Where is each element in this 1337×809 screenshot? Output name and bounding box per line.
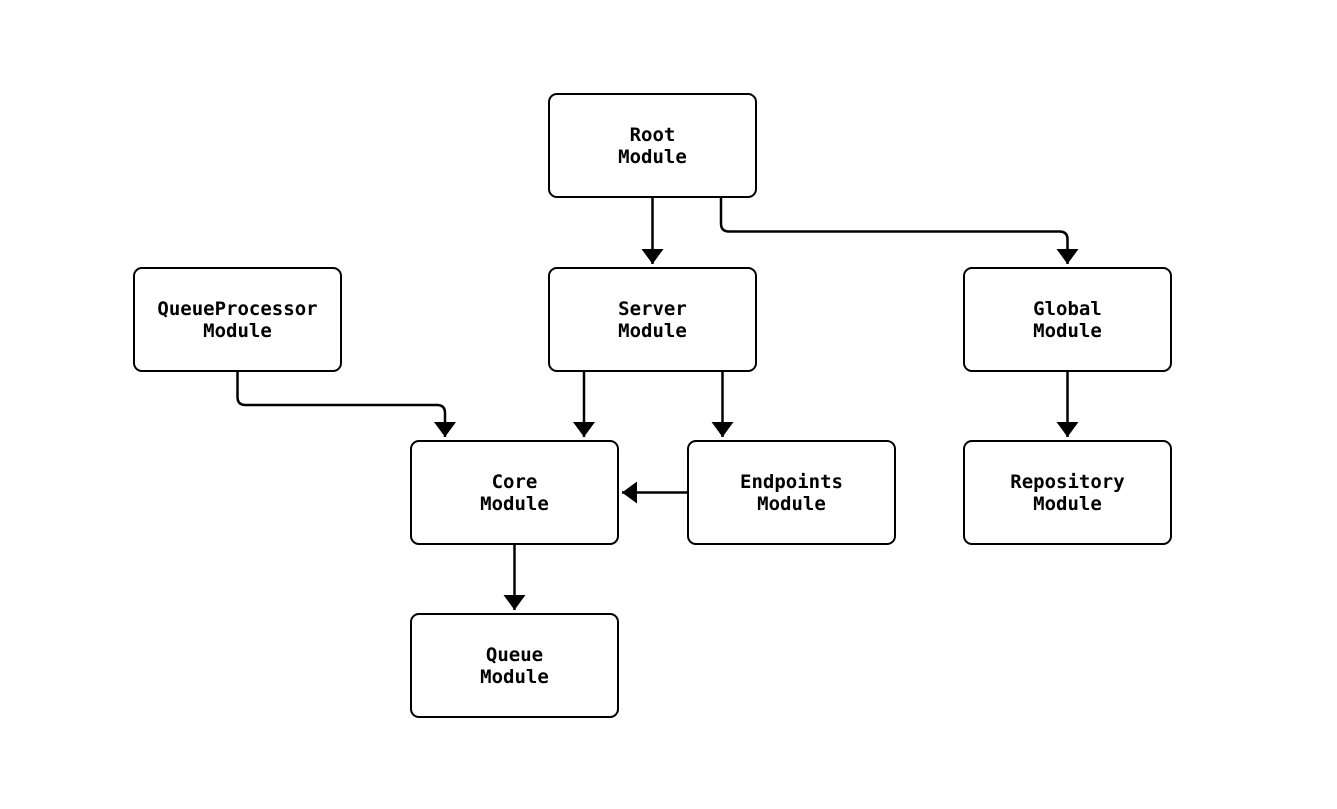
node-queue-module-label: Queue Module <box>480 643 549 688</box>
node-server-module: Server Module <box>548 267 757 372</box>
node-global-module-label: Global Module <box>1033 297 1102 342</box>
node-root-module: Root Module <box>548 93 757 198</box>
node-server-module-label: Server Module <box>618 297 687 342</box>
node-queueprocessor-module: QueueProcessor Module <box>133 267 342 372</box>
node-queue-module: Queue Module <box>410 613 619 718</box>
node-root-module-label: Root Module <box>618 123 687 168</box>
node-global-module: Global Module <box>963 267 1172 372</box>
node-repository-module-label: Repository Module <box>1010 470 1125 515</box>
node-core-module-label: Core Module <box>480 470 549 515</box>
node-repository-module: Repository Module <box>963 440 1172 545</box>
node-endpoints-module-label: Endpoints Module <box>740 470 843 515</box>
node-endpoints-module: Endpoints Module <box>687 440 896 545</box>
edge-queueprocessor-to-core <box>236 372 456 437</box>
edge-root-to-global <box>719 198 1079 264</box>
node-core-module: Core Module <box>410 440 619 545</box>
node-queueprocessor-module-label: QueueProcessor Module <box>157 297 318 342</box>
